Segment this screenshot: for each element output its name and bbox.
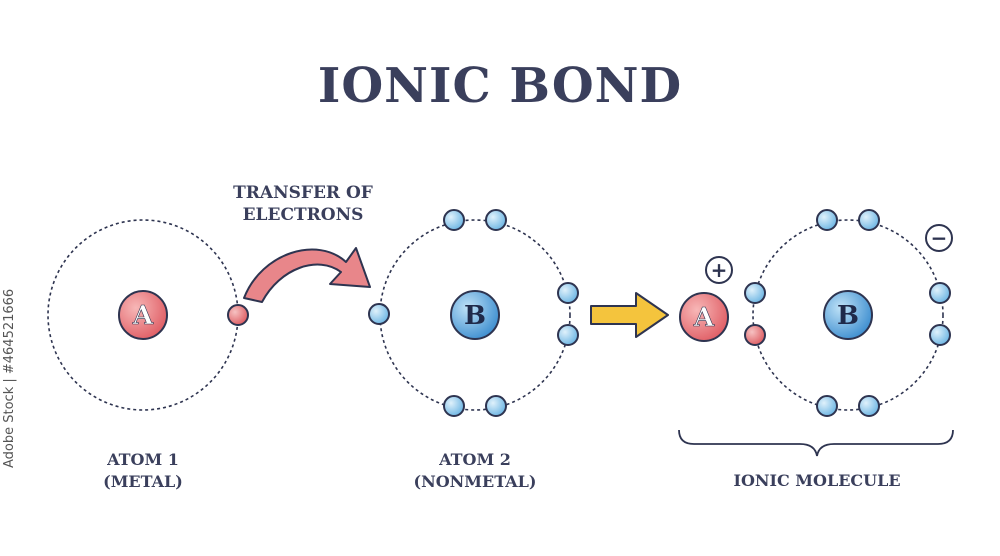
atom2-electron xyxy=(557,324,579,346)
transfer-label-line1: TRANSFER OF xyxy=(233,183,373,203)
atom2-label: ATOM 2 (NONMETAL) xyxy=(385,449,565,493)
cation-symbol: A xyxy=(693,303,715,333)
anion-electrons xyxy=(744,209,951,417)
stock-watermark: Adobe Stock | #464521666 xyxy=(2,288,17,468)
plus-charge-sign: + xyxy=(711,258,728,282)
atom2-electron xyxy=(557,282,579,304)
atom2-electron xyxy=(485,209,507,231)
atom1-label: ATOM 1 (METAL) xyxy=(63,449,223,493)
anion-electron xyxy=(858,395,880,417)
transfer-arrow xyxy=(243,247,371,303)
atom2-electron xyxy=(443,209,465,231)
atom1-nucleus xyxy=(118,290,168,340)
atom1-label-line1: ATOM 1 xyxy=(107,450,179,469)
plus-charge-icon xyxy=(705,256,733,284)
molecule-brace xyxy=(678,429,954,457)
atom2-orbit xyxy=(379,219,571,411)
minus-charge-icon xyxy=(925,224,953,252)
diagram-title: IONIC BOND xyxy=(317,58,683,114)
atom1-electron xyxy=(227,304,249,326)
anion-orbit xyxy=(752,219,944,411)
molecule-label-text: IONIC MOLECULE xyxy=(733,471,901,490)
anion-electron xyxy=(929,324,951,346)
atom2-label-line2: (NONMETAL) xyxy=(413,472,537,491)
cation-nucleus xyxy=(679,292,729,342)
reaction-arrow xyxy=(590,292,669,338)
minus-charge-sign: − xyxy=(931,226,948,250)
anion-electron xyxy=(744,282,766,304)
atom2-electron xyxy=(443,395,465,417)
transfer-label: TRANSFER OF ELECTRONS xyxy=(218,182,388,226)
anion-electron xyxy=(929,282,951,304)
atom2-symbol: B xyxy=(464,301,486,331)
atom2-electron xyxy=(368,303,390,325)
atom2-electrons xyxy=(368,209,579,417)
atom1-symbol: A xyxy=(132,301,154,331)
atom1-label-line2: (METAL) xyxy=(103,472,183,491)
anion-electron xyxy=(816,395,838,417)
anion-electron xyxy=(858,209,880,231)
anion-nucleus xyxy=(823,290,873,340)
atom2-nucleus xyxy=(450,290,500,340)
anion-symbol: B xyxy=(837,301,859,331)
molecule-label: IONIC MOLECULE xyxy=(717,470,917,492)
atom2-label-line1: ATOM 2 xyxy=(439,450,511,469)
transfer-label-line2: ELECTRONS xyxy=(242,205,364,225)
anion-electron xyxy=(816,209,838,231)
transferred-electron xyxy=(744,324,766,346)
atom2-electron xyxy=(485,395,507,417)
